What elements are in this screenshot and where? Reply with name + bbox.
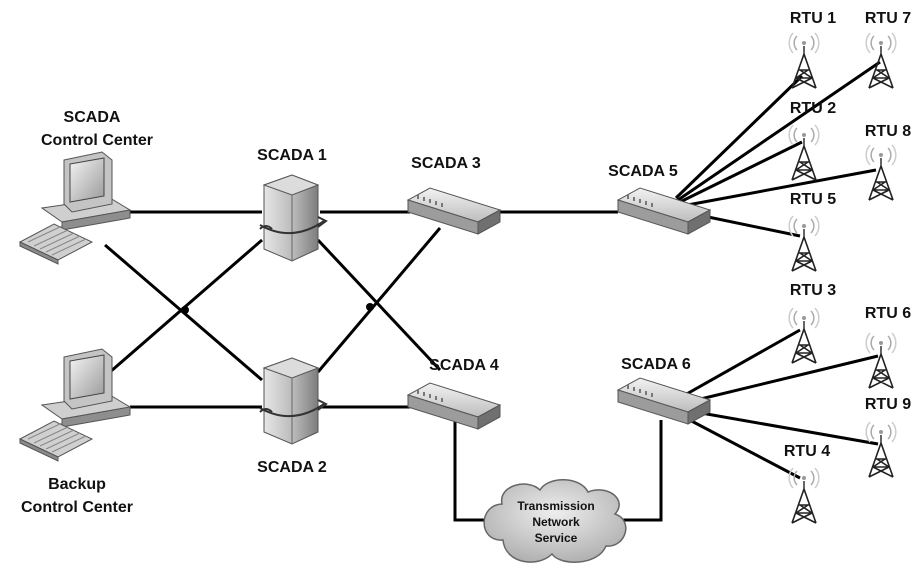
rtu-2-label: RTU 2 (790, 100, 836, 117)
backup-control-center-label-line2: Control Center (21, 499, 133, 516)
rtu-7-tower-icon (865, 32, 897, 89)
link-scada5-rtu2 (679, 140, 803, 204)
junction-dot (366, 303, 374, 311)
cloud-label-line3: Service (535, 531, 578, 545)
link-scada2-scada3 (316, 227, 442, 373)
scada-4-label: SCADA 4 (429, 357, 499, 374)
link-scada6-rtu4 (681, 414, 801, 480)
scada-3-switch (407, 187, 501, 235)
backup-control-center-label-line1: Backup (48, 476, 106, 493)
transmission-network-cloud (483, 479, 627, 563)
scada-1-server (259, 174, 327, 262)
rtu-9-tower-icon (865, 421, 897, 478)
backup-control-center-computer (19, 348, 131, 462)
rtu-6-label: RTU 6 (865, 305, 911, 322)
rtu-1-label: RTU 1 (790, 10, 836, 27)
scada-5-label: SCADA 5 (608, 163, 678, 180)
link-cloud-scada6 (618, 420, 663, 522)
rtu-2-tower-icon (788, 124, 820, 181)
scada-control-center-label-line1: SCADA (64, 109, 121, 126)
scada-2-server (259, 357, 327, 445)
link-scada6-rtu6 (679, 354, 879, 406)
rtu-9-label: RTU 9 (865, 396, 911, 413)
link-scada6-rtu9 (683, 408, 879, 446)
link-scada5-rtu7 (677, 60, 881, 202)
rtu-1-tower-icon (788, 32, 820, 89)
rtu-5-tower-icon (788, 215, 820, 272)
rtu-8-label: RTU 8 (865, 123, 911, 140)
junction-dot (181, 306, 189, 314)
links (104, 60, 881, 522)
rtu-5-label: RTU 5 (790, 191, 836, 208)
rtu-3-label: RTU 3 (790, 282, 836, 299)
scada-1-label: SCADA 1 (257, 147, 327, 164)
rtu-6-tower-icon (865, 332, 897, 389)
scada-control-center-label-line2: Control Center (41, 132, 153, 149)
scada-6-switch (617, 377, 711, 425)
cloud-label-line2: Network (532, 515, 580, 529)
link-backup-scada1 (109, 238, 263, 374)
scada-2-label: SCADA 2 (257, 459, 327, 476)
rtu-4-label: RTU 4 (784, 443, 830, 460)
link-scada4-cloud (453, 418, 500, 522)
scada-control-center-computer (19, 151, 131, 265)
rtu-3-tower-icon (788, 307, 820, 364)
link-scada5-rtu1 (674, 74, 804, 200)
link-scada1-scada4 (316, 238, 442, 372)
link-scada6-rtu3 (675, 328, 801, 402)
scada-3-label: SCADA 3 (411, 155, 481, 172)
cloud-label-line1: Transmission (517, 499, 594, 513)
link-scada5-rtu8 (681, 168, 877, 208)
rtu-4-tower-icon (788, 467, 820, 524)
scada-6-label: SCADA 6 (621, 356, 691, 373)
rtu-7-label: RTU 7 (865, 10, 911, 27)
